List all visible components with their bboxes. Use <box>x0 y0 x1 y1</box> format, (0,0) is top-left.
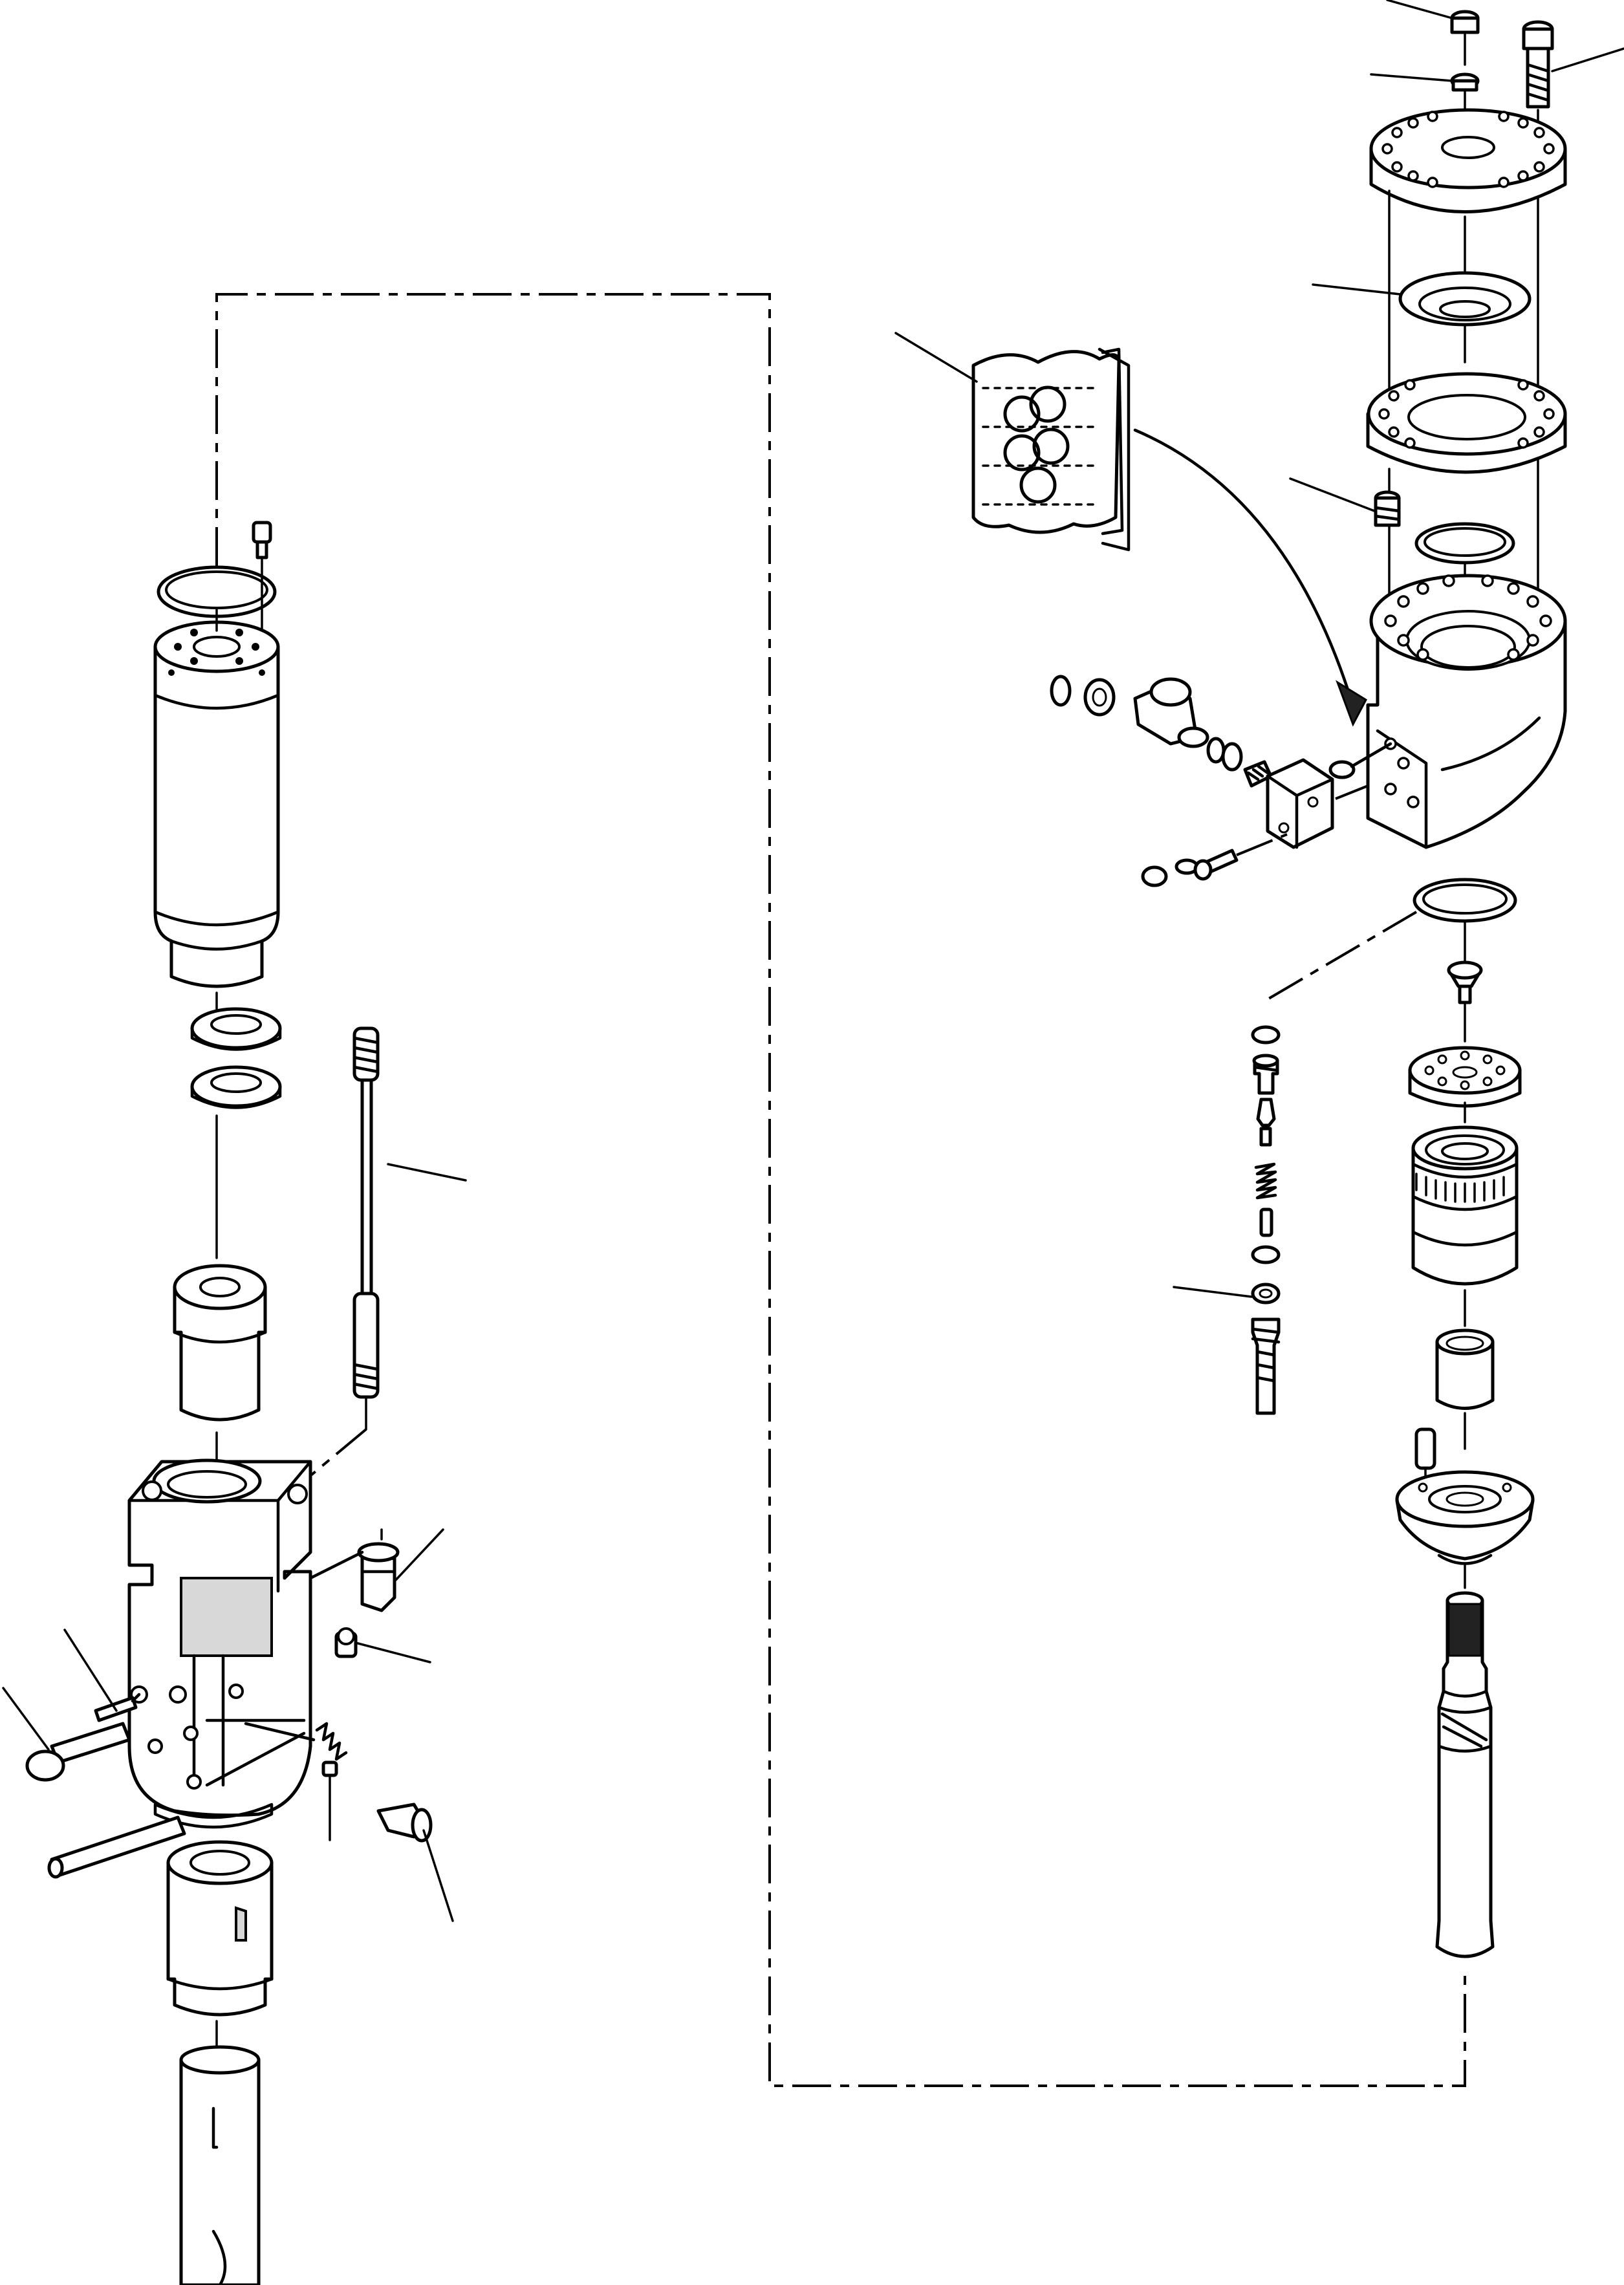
top-snap-ring <box>157 565 277 618</box>
left-assembly <box>2 521 467 2285</box>
lower-o-ring <box>1413 878 1517 923</box>
assembly-connector-line <box>215 293 1466 2087</box>
tie-rod <box>352 1026 380 1399</box>
lower-bushing <box>166 1840 274 2017</box>
seal-ring-lower <box>190 1065 282 1109</box>
valve-disk <box>1408 1046 1522 1108</box>
piston <box>1435 1591 1495 1958</box>
valve-plug <box>376 1803 433 1843</box>
manifold-screws <box>1141 849 1239 887</box>
washer-small <box>1450 72 1480 92</box>
right-assembly <box>894 0 1624 1958</box>
long-cap-screw <box>1522 20 1554 109</box>
inner-sleeve <box>1435 1328 1495 1410</box>
seal-ring-upper <box>190 1007 282 1051</box>
main-cylinder-body <box>127 1458 312 1829</box>
valve-stem <box>1447 960 1483 1004</box>
small-nipple <box>334 1627 358 1658</box>
valve-spring <box>315 1722 348 1777</box>
set-screw <box>1374 490 1401 527</box>
pin-with-head <box>25 1722 131 1782</box>
intermediate-flange <box>1366 372 1567 474</box>
upper-o-ring <box>1414 522 1515 565</box>
long-pin <box>47 1815 186 1879</box>
manifold-block <box>1266 758 1334 849</box>
seal-kit-pack <box>971 347 1131 552</box>
bottom-flange <box>1395 1470 1535 1565</box>
upper-cylinder-sleeve <box>153 620 280 988</box>
diaphragm <box>1398 271 1532 327</box>
side-fitting-chain <box>1050 675 1273 788</box>
dowel-pin <box>1414 1427 1436 1470</box>
upper-bushing <box>173 1264 267 1422</box>
left-leader-lines <box>2 1163 467 1922</box>
check-valve-stack <box>1251 1025 1281 1415</box>
right-leader-lines <box>894 0 1624 1298</box>
top-cover-flange <box>1369 108 1567 213</box>
manifold-o-ring <box>1328 760 1356 779</box>
bearing-cartridge <box>1411 1125 1519 1286</box>
cap-screw-small <box>1450 10 1480 34</box>
piston-tube <box>179 2045 261 2285</box>
top-small-screw <box>252 521 272 632</box>
cylinder-head-housing <box>1366 574 1567 849</box>
side-plug <box>357 1528 400 1612</box>
